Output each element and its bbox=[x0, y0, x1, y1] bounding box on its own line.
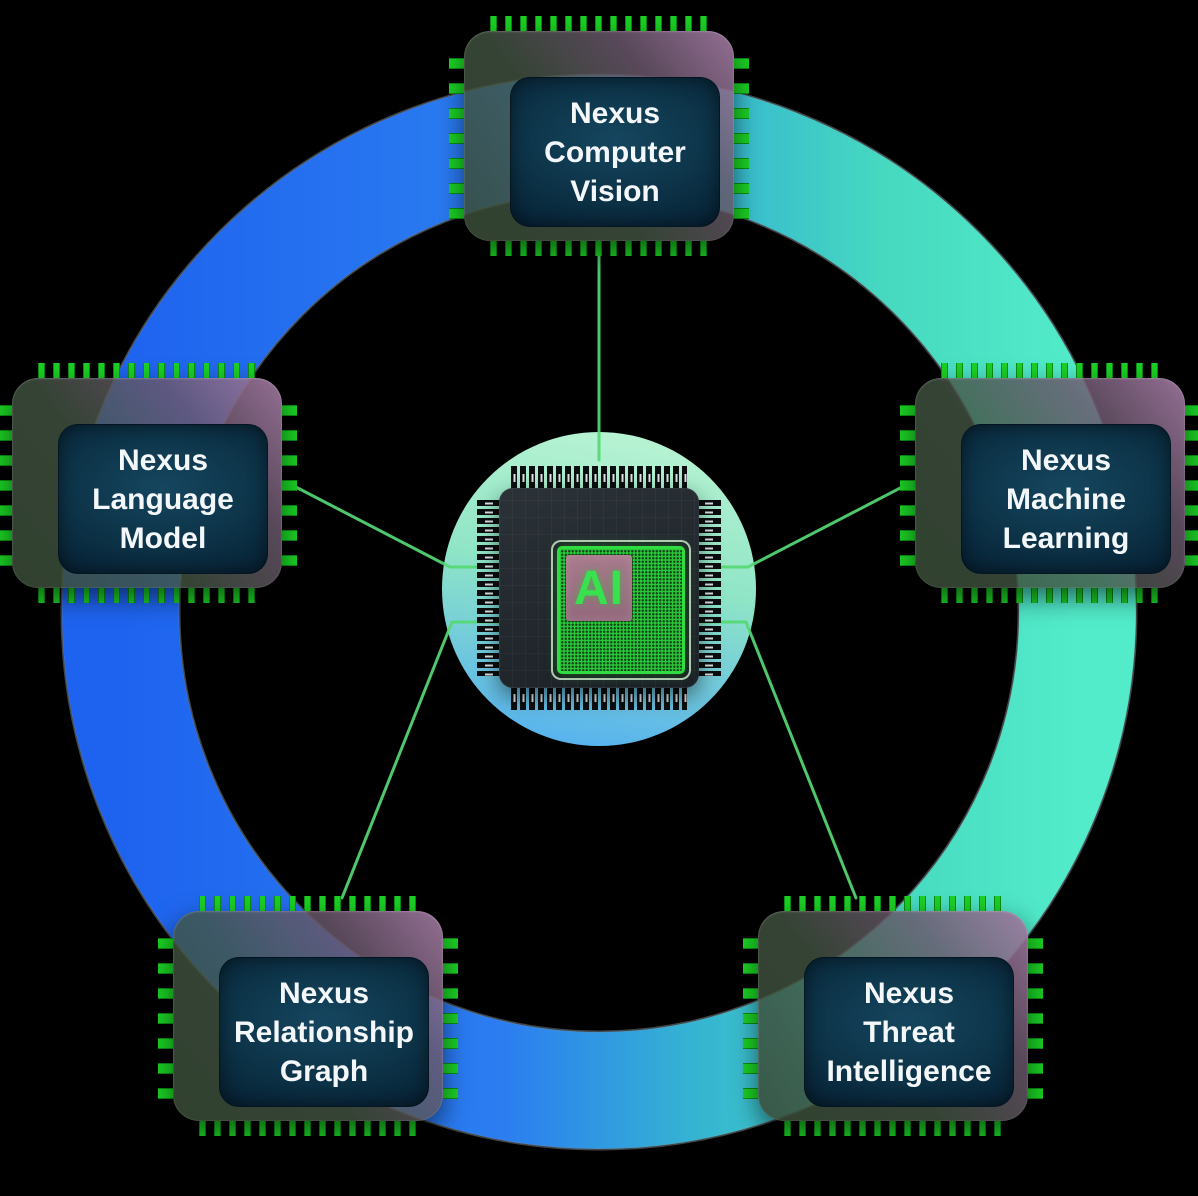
node-label-line: Nexus bbox=[117, 443, 209, 477]
chip-body: Nexus Machine Learning bbox=[915, 378, 1185, 588]
center-chip-pins-right bbox=[697, 500, 721, 676]
chip-pins-left bbox=[449, 51, 464, 221]
node-language-model: Nexus Language Model bbox=[0, 362, 298, 604]
chip-pins-top bbox=[780, 896, 1006, 911]
chip-pins-bottom bbox=[780, 1121, 1006, 1136]
node-label-line: Model bbox=[119, 521, 207, 555]
chip-screen: Nexus Language Model bbox=[58, 424, 268, 574]
chip-pins-bottom bbox=[34, 588, 260, 603]
chip-pins-right bbox=[1185, 398, 1198, 568]
node-label-line: Vision bbox=[570, 174, 660, 208]
center-ai-chip: AI bbox=[477, 466, 721, 710]
node-label-line: Graph bbox=[279, 1054, 369, 1088]
node-label-line: Language bbox=[92, 482, 234, 516]
node-computer-vision: Nexus Computer Vision bbox=[448, 15, 750, 257]
chip-pins-right bbox=[282, 398, 297, 568]
chip-body: Nexus Relationship Graph bbox=[173, 911, 443, 1121]
chip-screen: Nexus Machine Learning bbox=[961, 424, 1171, 574]
node-label-line: Nexus bbox=[863, 976, 955, 1010]
chip-pins-left bbox=[743, 931, 758, 1101]
node-label-line: Computer bbox=[544, 135, 686, 169]
node-label-line: Machine bbox=[1005, 482, 1127, 516]
center-chip-core: AI bbox=[566, 555, 632, 621]
chip-screen: Nexus Computer Vision bbox=[510, 77, 720, 227]
chip-pins-bottom bbox=[486, 241, 712, 256]
node-label-line: Nexus bbox=[1020, 443, 1112, 477]
node-label-line: Intelligence bbox=[826, 1054, 992, 1088]
node-threat-intelligence: Nexus Threat Intelligence bbox=[742, 895, 1044, 1137]
center-chip-body: AI bbox=[499, 488, 699, 688]
center-chip-pins-top bbox=[511, 466, 687, 490]
node-label-line: Nexus bbox=[569, 96, 661, 130]
chip-body: Nexus Language Model bbox=[12, 378, 282, 588]
chip-pins-right bbox=[443, 931, 458, 1101]
center-chip-pins-left bbox=[477, 500, 501, 676]
node-machine-learning: Nexus Machine Learning bbox=[899, 362, 1198, 604]
node-label-line: Relationship bbox=[233, 1015, 414, 1049]
node-label-line: Learning bbox=[1002, 521, 1130, 555]
center-chip-pins-bottom bbox=[511, 686, 687, 710]
node-relationship-graph: Nexus Relationship Graph bbox=[157, 895, 459, 1137]
chip-pins-top bbox=[937, 363, 1163, 378]
node-label-line: Nexus bbox=[278, 976, 370, 1010]
chip-screen: Nexus Threat Intelligence bbox=[804, 957, 1014, 1107]
chip-pins-top bbox=[195, 896, 421, 911]
chip-pins-right bbox=[734, 51, 749, 221]
chip-pins-left bbox=[900, 398, 915, 568]
chip-pins-left bbox=[0, 398, 12, 568]
chip-screen: Nexus Relationship Graph bbox=[219, 957, 429, 1107]
ai-label: AI bbox=[574, 561, 624, 615]
chip-pins-bottom bbox=[195, 1121, 421, 1136]
chip-pins-bottom bbox=[937, 588, 1163, 603]
chip-pins-top bbox=[486, 16, 712, 31]
chip-pins-right bbox=[1028, 931, 1043, 1101]
node-label-line: Threat bbox=[863, 1015, 955, 1049]
chip-pins-top bbox=[34, 363, 260, 378]
chip-pins-left bbox=[158, 931, 173, 1101]
chip-body: Nexus Computer Vision bbox=[464, 31, 734, 241]
chip-body: Nexus Threat Intelligence bbox=[758, 911, 1028, 1121]
